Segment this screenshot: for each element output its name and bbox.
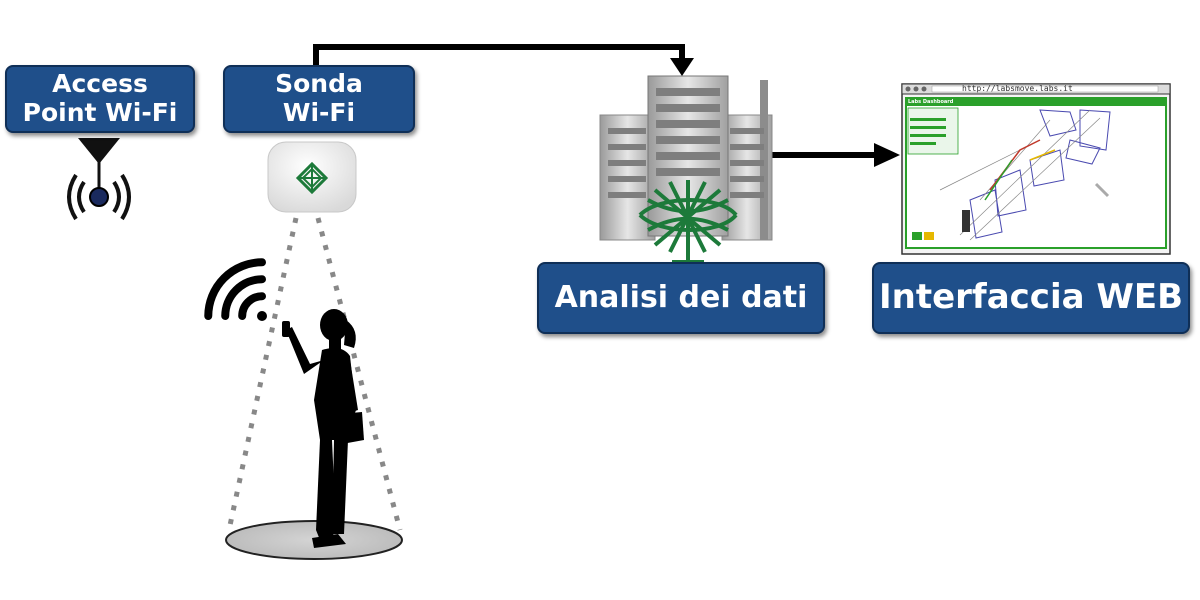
detection-cone	[226, 217, 403, 531]
wifi-signal-icon	[204, 258, 267, 321]
data-analysis-label-text: Analisi dei dati	[554, 279, 808, 315]
browser-window-icon	[901, 83, 1171, 255]
web-interface-label-text: Interfaccia WEB	[878, 277, 1184, 318]
data-analysis-label: Analisi dei dati	[537, 262, 825, 334]
web-interface-label: Interfaccia WEB	[872, 262, 1190, 334]
arrow-server-to-web	[766, 143, 900, 167]
probe-label: Sonda Wi-Fi	[223, 65, 415, 133]
person-silhouette-icon	[282, 309, 364, 548]
access-point-label-line-1: Access	[52, 69, 148, 99]
browser-app-title: Labs Dashboard	[908, 99, 954, 105]
wifi-probe-icon	[267, 141, 357, 213]
access-point-label: Access Point Wi-Fi	[5, 65, 195, 133]
access-point-label-line-2: Point Wi-Fi	[22, 98, 178, 127]
probe-label-line-1: Sonda	[275, 69, 363, 99]
arrow-probe-to-server	[313, 44, 694, 76]
probe-label-line-2: Wi-Fi	[282, 98, 356, 127]
browser-url: http://labsmove.labs.it	[962, 84, 1073, 93]
access-point-icon	[67, 138, 131, 221]
server-icon	[599, 75, 773, 264]
